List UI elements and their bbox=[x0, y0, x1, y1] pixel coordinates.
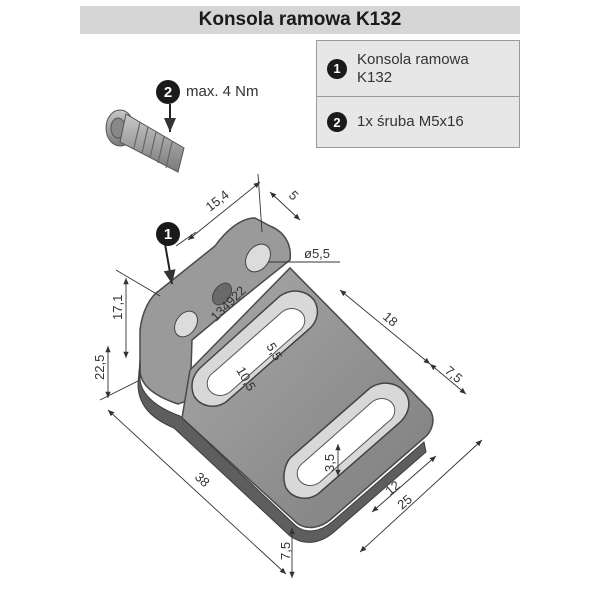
legend-label-line: K132 bbox=[357, 68, 393, 86]
dimension-labels: 15,4 5 ø5,5 17,1 22,5 38 7,5 18 7,5 5,5 … bbox=[92, 187, 466, 560]
legend-number-badge: 1 bbox=[327, 58, 347, 79]
dim-18: 18 bbox=[380, 309, 401, 330]
parts-legend: 1 Konsola ramowa K132 2 1x śruba M5x16 bbox=[316, 40, 520, 148]
torque-label: max. 4 Nm bbox=[186, 83, 259, 100]
dim-22-5: 22,5 bbox=[92, 355, 107, 380]
legend-row-screw: 2 1x śruba M5x16 bbox=[317, 96, 519, 148]
callout-screw: 2 bbox=[156, 80, 180, 104]
dim-15-4: 15,4 bbox=[203, 187, 232, 214]
callout-bracket: 1 bbox=[156, 222, 180, 246]
dim-7-5-bottom: 7,5 bbox=[278, 542, 293, 560]
dim-7-5-right: 7,5 bbox=[442, 363, 465, 386]
dim-hole-diameter: ø5,5 bbox=[304, 246, 330, 261]
dim-3-5: 3,5 bbox=[322, 454, 337, 472]
legend-number-badge: 2 bbox=[327, 112, 347, 132]
dimension-lines bbox=[99, 173, 483, 578]
dim-25: 25 bbox=[394, 492, 415, 513]
legend-label: 1x śruba M5x16 bbox=[357, 113, 464, 130]
screw-illustration bbox=[105, 104, 185, 173]
dim-5-top: 5 bbox=[286, 188, 302, 204]
page-title: Konsola ramowa K132 bbox=[80, 6, 520, 34]
legend-label: Konsola ramowa K132 bbox=[357, 51, 469, 87]
dim-17-1: 17,1 bbox=[110, 295, 125, 320]
dim-38: 38 bbox=[192, 469, 213, 490]
legend-label-line: Konsola ramowa bbox=[357, 50, 469, 68]
legend-row-bracket: 1 Konsola ramowa K132 bbox=[317, 41, 519, 97]
